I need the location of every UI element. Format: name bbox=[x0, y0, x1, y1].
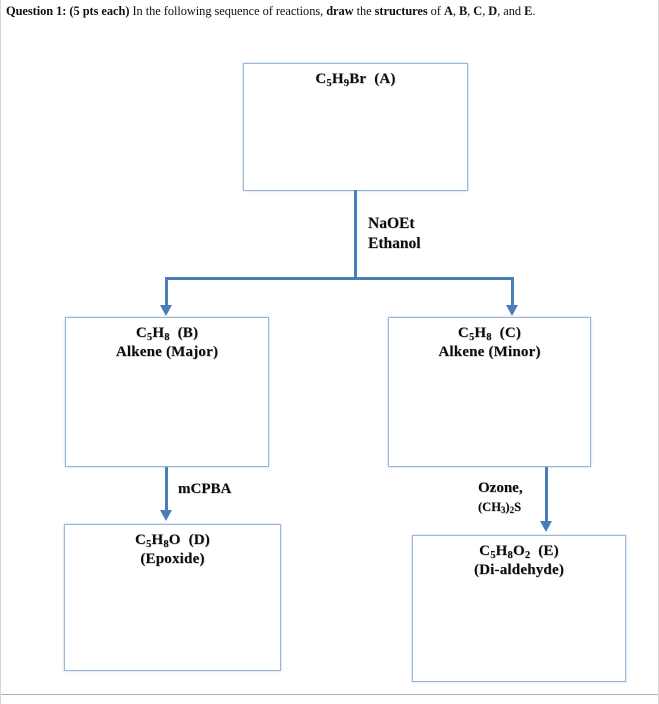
reaction-box-a: C5H9Br (A) bbox=[243, 63, 468, 191]
question-header: Question 1: (5 pts each) In the followin… bbox=[6, 3, 656, 19]
connector-b-to-d bbox=[165, 467, 168, 512]
box-e-title: C5H8O2 (E) bbox=[413, 543, 625, 561]
box-b-title: C5H8 (B) bbox=[66, 325, 268, 343]
arrow-head-to-d-icon bbox=[159, 510, 172, 521]
question-text-5: , bbox=[467, 4, 474, 18]
arrow-head-to-c-icon bbox=[505, 305, 518, 316]
box-d-label: (D) bbox=[188, 532, 211, 548]
connector-split-bar bbox=[165, 277, 514, 280]
reaction-box-e: C5H8O2 (E) (Di-aldehyde) bbox=[412, 535, 626, 682]
box-e-formula: C5H8O2 bbox=[479, 543, 531, 561]
question-bold-structures: structures bbox=[374, 4, 428, 18]
question-text-2: the bbox=[353, 4, 375, 18]
box-c-formula: C5H8 bbox=[457, 325, 492, 343]
reagent-label-ozone: Ozone, (CH3)2S bbox=[478, 479, 523, 518]
reagent-label-naoet-ethanol: NaOEt Ethanol bbox=[368, 214, 421, 254]
box-b-subtitle: Alkene (Major) bbox=[115, 344, 219, 360]
question-text-8: . bbox=[532, 4, 536, 18]
box-e-label: (E) bbox=[538, 543, 559, 559]
reagent-ozone-line2: (CH3)2S bbox=[478, 500, 522, 515]
question-bold-d: D bbox=[488, 4, 498, 18]
box-d-title: C5H8O (D) bbox=[65, 532, 280, 550]
question-number-label: Question 1: (5 pts each) bbox=[6, 4, 130, 18]
box-b-label: (B) bbox=[177, 325, 199, 341]
reagent-label-mcpba: mCPBA bbox=[178, 481, 232, 497]
box-a-formula: C5H9Br bbox=[315, 71, 367, 89]
question-text-6: , bbox=[482, 4, 489, 18]
connector-a-trunk bbox=[354, 190, 357, 279]
box-b-formula: C5H8 bbox=[135, 325, 170, 343]
question-bold-a: A bbox=[443, 4, 453, 18]
box-c-label: (C) bbox=[499, 325, 522, 341]
box-e-subtitle: (Di-aldehyde) bbox=[473, 562, 565, 578]
reaction-box-b: C5H8 (B) Alkene (Major) bbox=[65, 317, 269, 467]
question-bold-b: B bbox=[458, 4, 468, 18]
question-bold-draw: draw bbox=[326, 4, 354, 18]
question-bold-e: E bbox=[524, 4, 533, 18]
question-text-1: In the following sequence of reactions, bbox=[129, 4, 327, 18]
connector-branch-right bbox=[511, 277, 514, 307]
question-text-4: , bbox=[452, 4, 459, 18]
question-bold-c: C bbox=[473, 4, 483, 18]
box-a-title: C5H9Br (A) bbox=[244, 71, 467, 89]
box-a-label: (A) bbox=[374, 71, 396, 87]
reaction-box-d: C5H8O (D) (Epoxide) bbox=[64, 524, 281, 671]
reagent-naoet-line2: Ethanol bbox=[368, 235, 421, 252]
page-divider bbox=[0, 694, 659, 695]
reagent-naoet-line1: NaOEt bbox=[368, 215, 415, 232]
arrow-head-to-b-icon bbox=[159, 305, 172, 316]
box-d-subtitle: (Epoxide) bbox=[140, 551, 205, 567]
reagent-ozone-line1: Ozone, bbox=[478, 480, 523, 496]
question-text-7: , and bbox=[497, 4, 525, 18]
box-c-subtitle: Alkene (Minor) bbox=[438, 344, 541, 360]
question-text-3: of bbox=[427, 4, 444, 18]
page-left-edge bbox=[0, 0, 1, 704]
connector-branch-left bbox=[165, 277, 168, 307]
connector-c-to-e bbox=[545, 467, 548, 523]
box-d-formula: C5H8O bbox=[134, 532, 181, 550]
arrow-head-to-e-icon bbox=[539, 521, 552, 532]
box-c-title: C5H8 (C) bbox=[389, 325, 590, 343]
reaction-box-c: C5H8 (C) Alkene (Minor) bbox=[388, 317, 591, 467]
